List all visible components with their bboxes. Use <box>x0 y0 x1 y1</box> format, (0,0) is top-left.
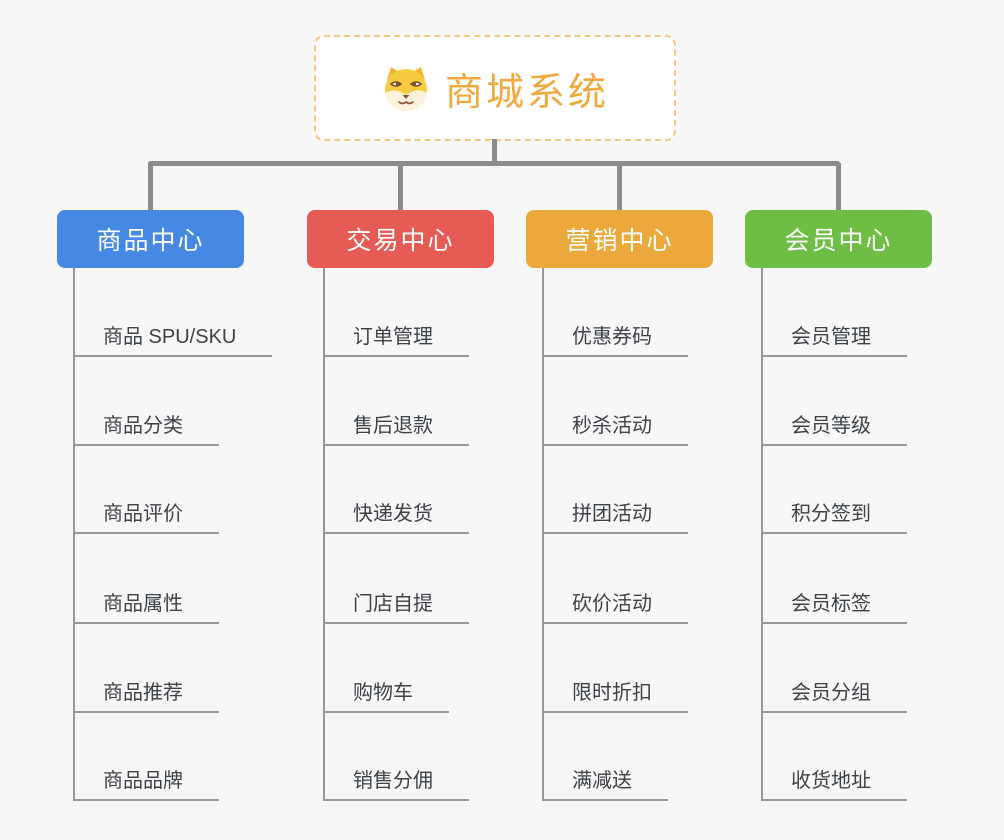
leaf-label: 会员标签 <box>791 593 871 615</box>
leaf-trade-center-1[interactable]: 订单管理 <box>323 311 469 357</box>
connector-trunk-product-center <box>73 268 75 801</box>
leaf-label: 商品评价 <box>103 503 183 525</box>
leaf-marketing-center-4[interactable]: 砍价活动 <box>542 578 688 624</box>
leaf-marketing-center-6[interactable]: 满减送 <box>542 755 668 801</box>
connector-trunk-member-center <box>761 268 763 801</box>
leaf-label: 拼团活动 <box>572 503 652 525</box>
leaf-label: 快递发货 <box>353 503 433 525</box>
leaf-label: 会员分组 <box>791 682 871 704</box>
leaf-member-center-1[interactable]: 会员管理 <box>761 311 907 357</box>
leaf-label: 积分签到 <box>791 503 871 525</box>
connector-root-drop <box>492 139 497 163</box>
leaf-label: 售后退款 <box>353 415 433 437</box>
leaf-label: 门店自提 <box>353 593 433 615</box>
leaf-label: 商品推荐 <box>103 682 183 704</box>
root-title: 商城系统 <box>444 71 609 114</box>
leaf-label: 优惠券码 <box>572 326 652 348</box>
leaf-label: 满减送 <box>572 770 632 792</box>
leaf-trade-center-4[interactable]: 门店自提 <box>323 578 469 624</box>
root-node[interactable]: 商城系统 <box>314 35 676 141</box>
connector-drop-product-center <box>148 163 153 210</box>
leaf-label: 订单管理 <box>353 326 433 348</box>
leaf-label: 秒杀活动 <box>572 415 652 437</box>
leaf-label: 购物车 <box>353 682 413 704</box>
leaf-member-center-4[interactable]: 会员标签 <box>761 578 907 624</box>
leaf-trade-center-6[interactable]: 销售分佣 <box>323 755 469 801</box>
leaf-marketing-center-3[interactable]: 拼团活动 <box>542 488 688 534</box>
leaf-product-center-3[interactable]: 商品评价 <box>73 488 219 534</box>
leaf-marketing-center-2[interactable]: 秒杀活动 <box>542 400 688 446</box>
leaf-label: 限时折扣 <box>572 682 652 704</box>
branch-box-trade-center[interactable]: 交易中心 <box>307 210 494 268</box>
connector-trunk-trade-center <box>323 268 325 801</box>
leaf-trade-center-3[interactable]: 快递发货 <box>323 488 469 534</box>
connector-drop-marketing-center <box>617 163 622 210</box>
leaf-product-center-2[interactable]: 商品分类 <box>73 400 219 446</box>
branch-box-member-center[interactable]: 会员中心 <box>745 210 932 268</box>
leaf-label: 销售分佣 <box>353 770 433 792</box>
leaf-label: 商品品牌 <box>103 770 183 792</box>
leaf-product-center-5[interactable]: 商品推荐 <box>73 667 219 713</box>
leaf-member-center-2[interactable]: 会员等级 <box>761 400 907 446</box>
leaf-product-center-6[interactable]: 商品品牌 <box>73 755 219 801</box>
leaf-member-center-6[interactable]: 收货地址 <box>761 755 907 801</box>
leaf-label: 商品 SPU/SKU <box>103 326 237 348</box>
leaf-trade-center-5[interactable]: 购物车 <box>323 667 449 713</box>
connector-drop-trade-center <box>398 163 403 210</box>
leaf-product-center-4[interactable]: 商品属性 <box>73 578 219 624</box>
leaf-label: 会员管理 <box>791 326 871 348</box>
connector-drop-member-center <box>836 163 841 210</box>
leaf-label: 砍价活动 <box>572 593 652 615</box>
branch-box-marketing-center[interactable]: 营销中心 <box>526 210 713 268</box>
leaf-member-center-5[interactable]: 会员分组 <box>761 667 907 713</box>
leaf-marketing-center-1[interactable]: 优惠券码 <box>542 311 688 357</box>
connector-horizontal-bar <box>148 161 840 166</box>
connector-trunk-marketing-center <box>542 268 544 801</box>
branch-box-product-center[interactable]: 商品中心 <box>57 210 244 268</box>
leaf-trade-center-2[interactable]: 售后退款 <box>323 400 469 446</box>
leaf-product-center-1[interactable]: 商品 SPU/SKU <box>73 311 273 357</box>
leaf-member-center-3[interactable]: 积分签到 <box>761 488 907 534</box>
leaf-label: 收货地址 <box>791 770 871 792</box>
leaf-label: 商品分类 <box>103 415 183 437</box>
leaf-label: 商品属性 <box>103 593 183 615</box>
leaf-marketing-center-5[interactable]: 限时折扣 <box>542 667 688 713</box>
leaf-label: 会员等级 <box>791 415 871 437</box>
shiba-dog-icon <box>384 67 427 111</box>
